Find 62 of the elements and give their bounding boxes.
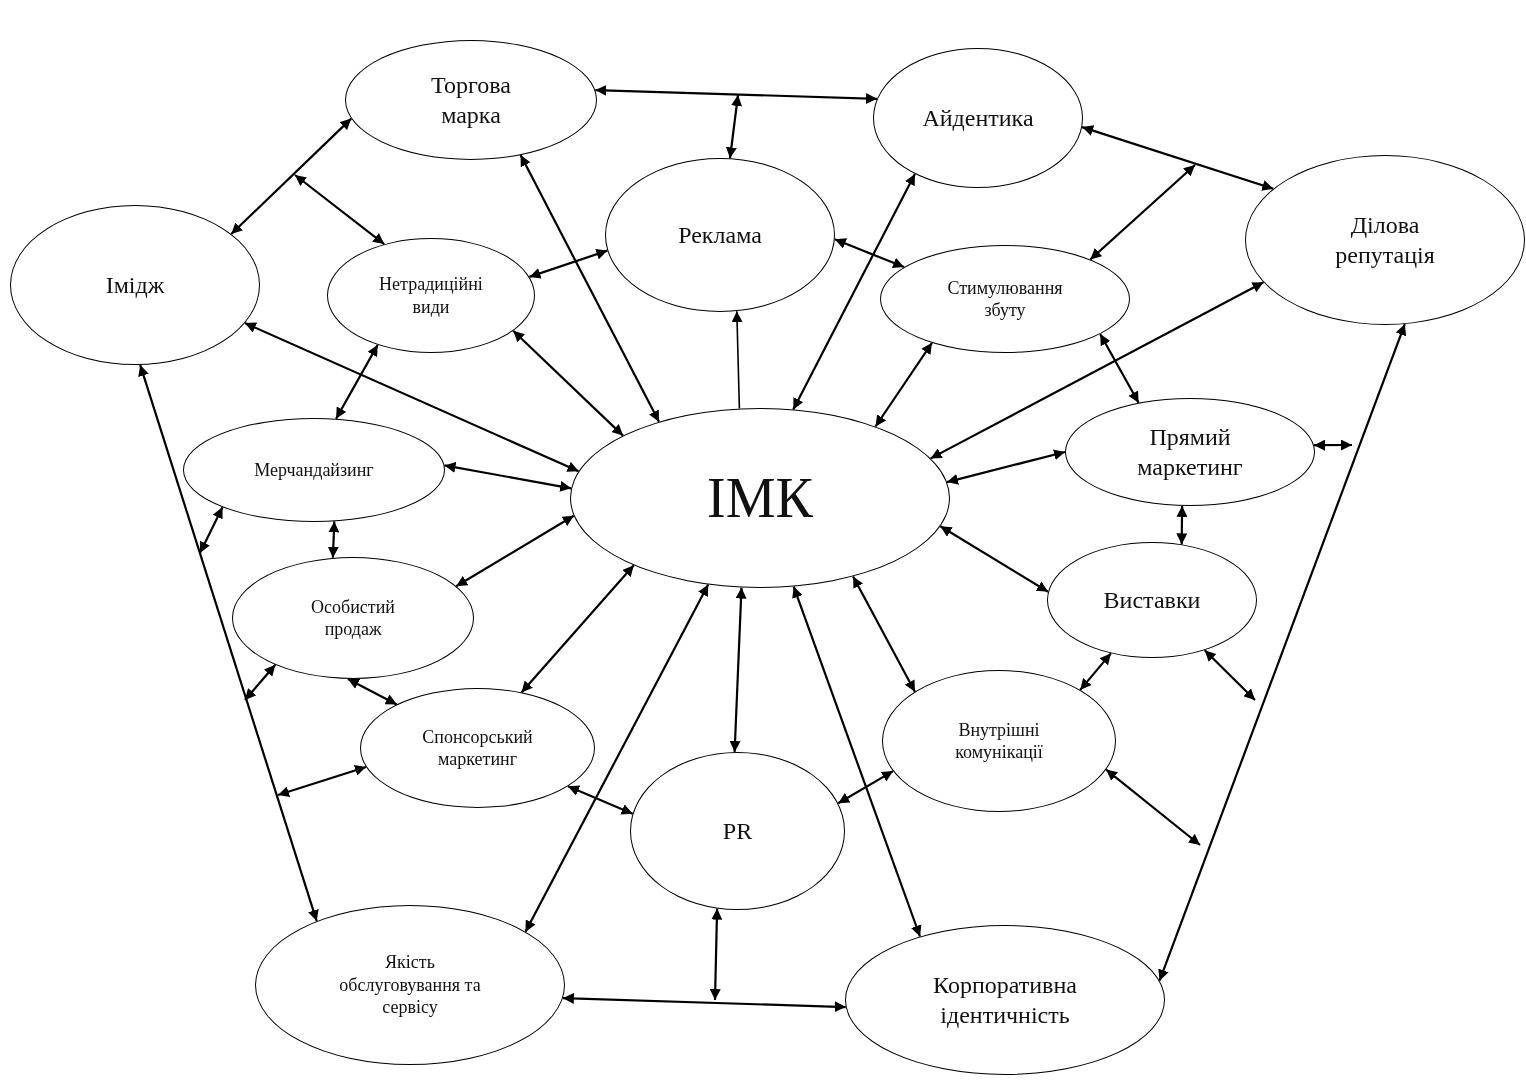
node-label: Спонсорський маркетинг — [421, 725, 534, 771]
arrow — [512, 329, 624, 437]
arrow — [444, 461, 572, 492]
node-label: Торгова марка — [430, 71, 512, 130]
arrow — [519, 154, 660, 423]
arrow — [930, 281, 1264, 460]
arrow — [729, 587, 747, 753]
node-label: Айдентика — [922, 104, 1034, 133]
node-label: Стимулювання збуту — [946, 276, 1064, 322]
arrow — [529, 248, 608, 279]
arrow — [199, 506, 224, 554]
node-label: Імідж — [105, 271, 165, 300]
arrow — [1081, 125, 1274, 191]
arrow — [567, 785, 634, 815]
arrow — [1176, 505, 1188, 545]
arrow — [939, 525, 1049, 593]
node-label: Корпоративна ідентичність — [932, 971, 1078, 1030]
node-label: PR — [722, 817, 753, 846]
node-label: Якість обслуговування та сервісу — [338, 951, 482, 1019]
arrow — [562, 992, 846, 1013]
arrow — [230, 117, 352, 235]
node-label: Ділова репутація — [1334, 211, 1436, 270]
arrow — [1203, 649, 1256, 701]
arrow — [244, 664, 277, 701]
arrow — [731, 310, 743, 410]
arrow — [294, 174, 385, 245]
arrow — [792, 586, 922, 937]
arrow — [709, 908, 723, 1001]
arrow — [792, 173, 916, 410]
arrow — [1089, 164, 1196, 261]
arrow — [277, 765, 367, 797]
arrow — [244, 322, 580, 473]
arrow — [725, 94, 743, 159]
arrow — [946, 449, 1066, 485]
arrow — [834, 238, 905, 269]
node-label: Мерчандайзинг — [254, 458, 374, 482]
arrow — [335, 344, 379, 420]
node-label: Нетрадиційні види — [378, 273, 484, 318]
arrow — [1099, 333, 1140, 404]
arrow — [1158, 323, 1407, 982]
node-label: Особистий продаж — [310, 595, 396, 641]
arrow — [852, 575, 916, 693]
arrow — [455, 514, 575, 588]
concept-ellipse — [360, 688, 595, 808]
node-label: Внутрішні комунікації — [954, 718, 1044, 764]
node-label: Виставки — [1103, 586, 1201, 615]
node-label: ІМК — [707, 466, 813, 531]
arrow — [524, 584, 710, 933]
concept-ellipse — [605, 158, 835, 312]
arrow — [347, 677, 398, 706]
arrow — [1079, 652, 1112, 691]
arrow — [327, 521, 340, 558]
arrow — [1105, 768, 1201, 846]
arrow — [874, 342, 933, 428]
arrow — [138, 364, 319, 922]
arrow — [595, 84, 878, 104]
node-label: Реклама — [678, 221, 762, 250]
node-label: Прямий маркетинг — [1136, 423, 1244, 482]
arrow — [1314, 439, 1352, 451]
arrow — [520, 564, 635, 694]
concept-ellipse — [327, 238, 535, 353]
arrow — [837, 770, 894, 805]
